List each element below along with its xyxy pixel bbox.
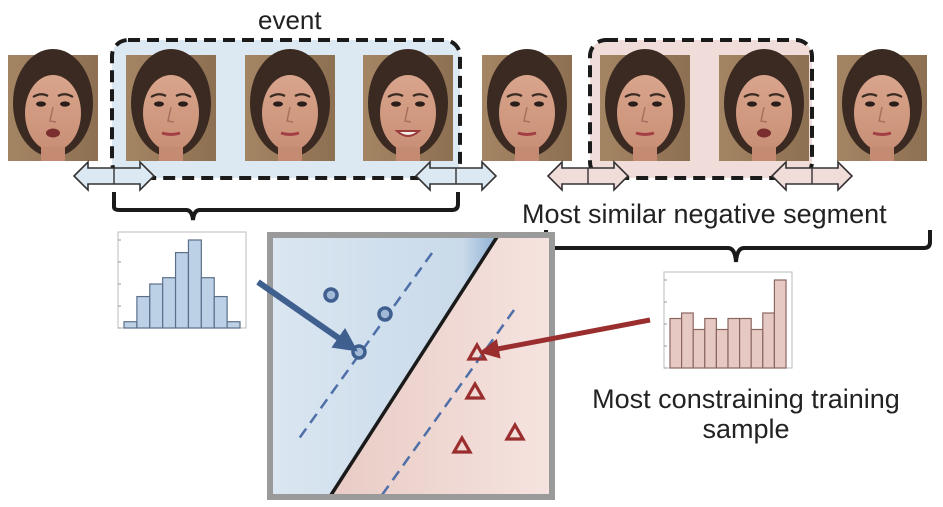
svm-frame [267, 232, 555, 500]
histogram-bar [174, 251, 190, 329]
histogram-bar [715, 328, 729, 369]
positive-sample-point [323, 287, 339, 303]
decision-boundary [329, 236, 499, 496]
histogram-bar [213, 295, 228, 329]
histogram-bar [149, 283, 164, 329]
histogram-bar [704, 317, 717, 369]
face-frame [8, 49, 98, 161]
support-vector-arrow [256, 279, 358, 352]
video-frames [8, 49, 927, 161]
negative-sample-point [451, 434, 473, 454]
boundary-double-arrow [770, 160, 854, 192]
histogram-bar [123, 321, 138, 329]
histogram-bar [692, 328, 706, 369]
constraining-sample-arrow [479, 317, 651, 359]
constraining-sample-label-line1: Most constraining training [592, 384, 900, 414]
boundary-double-arrow [72, 160, 156, 192]
segment-boundary-arrows [72, 160, 854, 192]
histogram-bar [162, 277, 177, 329]
negative-brace [544, 230, 932, 263]
positive-sample-point [377, 306, 393, 322]
negative-region [331, 237, 550, 495]
histogram-bar [187, 239, 202, 329]
svm-panel [267, 232, 555, 500]
histogram-bar [669, 317, 683, 369]
event-brace [112, 192, 460, 221]
face-frame [245, 49, 335, 161]
boundary-double-arrow [546, 160, 630, 192]
negative-sample-point [504, 421, 526, 441]
face-frame [482, 49, 572, 161]
histogram-bar [773, 279, 787, 369]
positive-margin [296, 252, 434, 441]
histogram-bar [750, 328, 764, 369]
negative-sample-point [464, 380, 486, 400]
constraining-sample-label: Most constraining training sample [576, 384, 916, 444]
boundary-double-arrow [414, 160, 498, 192]
positive-sample-point [351, 344, 367, 360]
histogram-bar [727, 317, 741, 369]
histogram-bar [200, 277, 215, 329]
positive-histogram [117, 231, 247, 329]
histogram-bar [762, 312, 775, 369]
negative-segment-label: Most similar negative segment [522, 199, 887, 229]
face-frame [600, 49, 690, 161]
histogram-bar [226, 321, 241, 329]
face-frame [837, 49, 927, 161]
face-frame [719, 49, 809, 161]
histogram-bar [738, 317, 752, 369]
histogram-bar [136, 295, 151, 329]
face-frame [126, 49, 216, 161]
event-label: event [258, 5, 322, 35]
negative-histogram [663, 271, 793, 369]
face-frame [363, 49, 453, 161]
histogram-bar [680, 312, 694, 369]
constraining-sample-label-line2: sample [702, 413, 790, 444]
